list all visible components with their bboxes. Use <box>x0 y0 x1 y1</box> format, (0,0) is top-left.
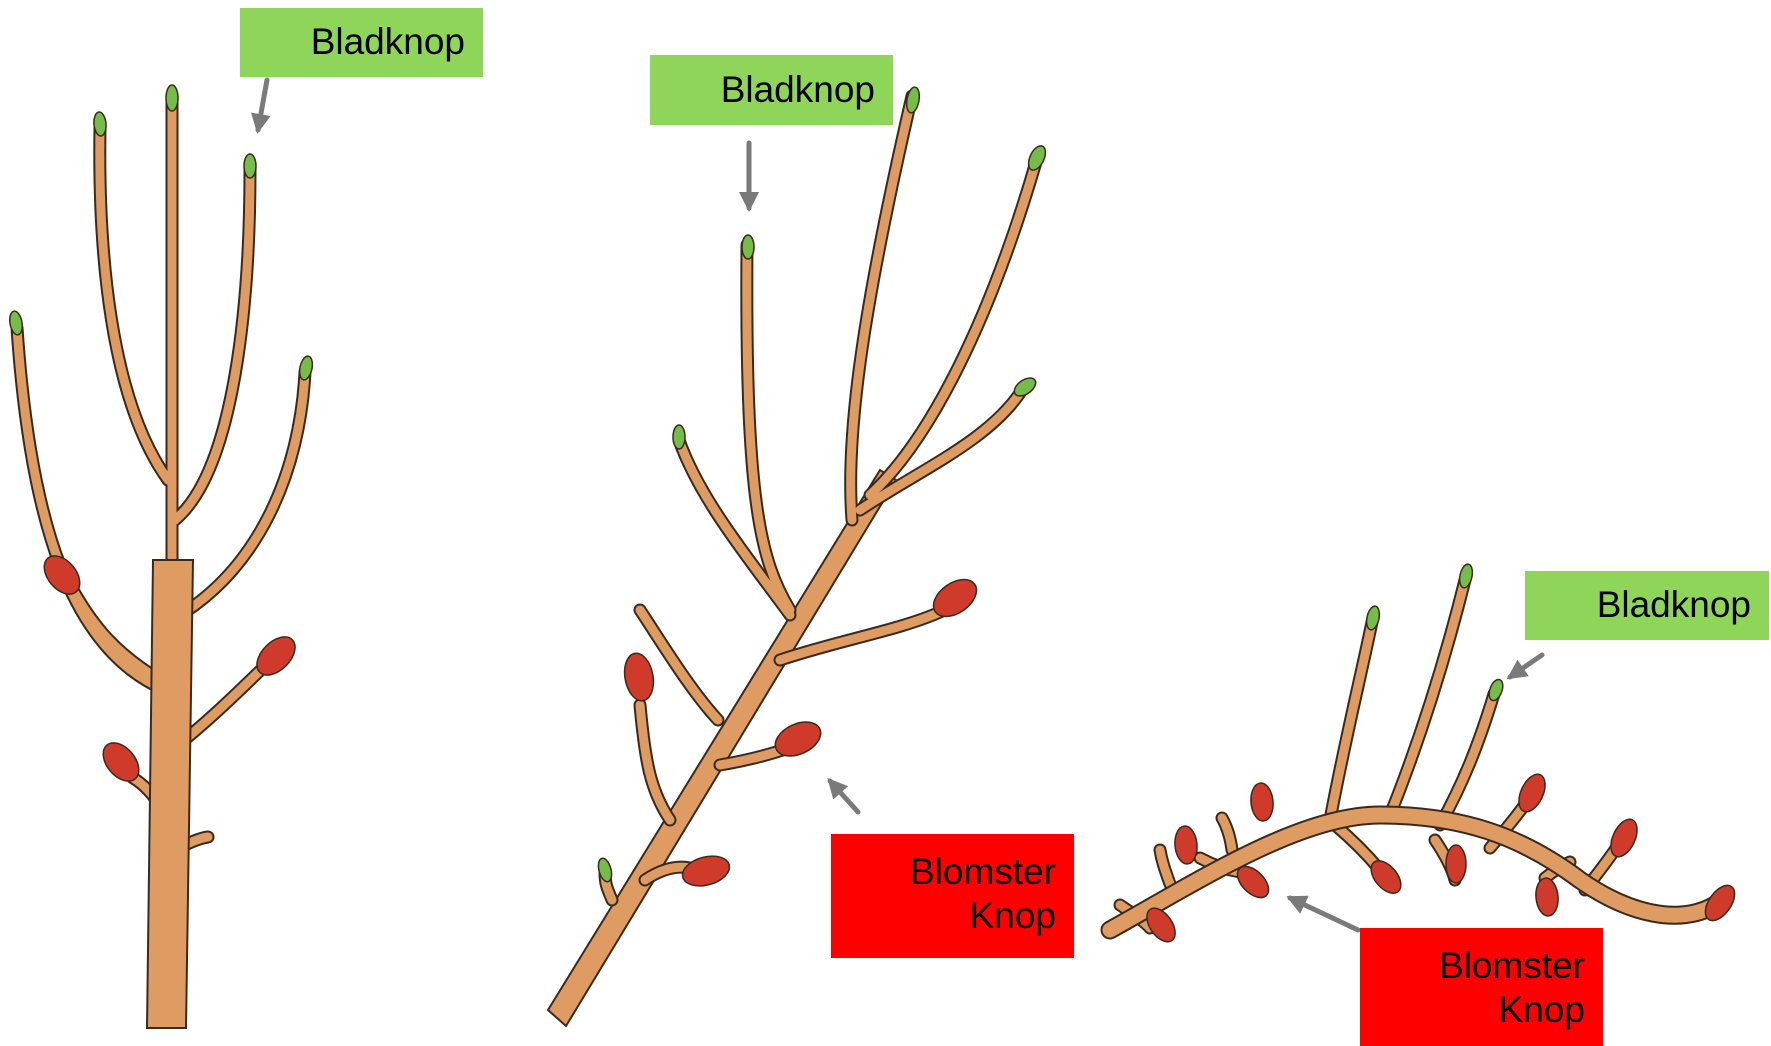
arrow-leaf-bud-3 <box>1510 655 1542 677</box>
upright-branch <box>8 85 314 1028</box>
leaf-buds <box>596 86 1049 883</box>
leaf-bud-label: Bladknop <box>650 55 893 125</box>
trunk <box>147 560 193 1028</box>
leaf-buds <box>8 85 314 381</box>
flower-bud-label: Blomster Knop <box>831 834 1074 958</box>
arrow-flower-bud-1 <box>830 781 858 812</box>
pointer-arrows <box>258 80 1542 930</box>
arrow-leaf-bud-1 <box>258 80 267 130</box>
flower-bud-label: Blomster Knop <box>1360 928 1603 1046</box>
leaf-bud-label: Bladknop <box>240 8 483 77</box>
leaf-bud-label: Bladknop <box>1525 571 1769 640</box>
arrow-flower-bud-2 <box>1290 898 1358 930</box>
